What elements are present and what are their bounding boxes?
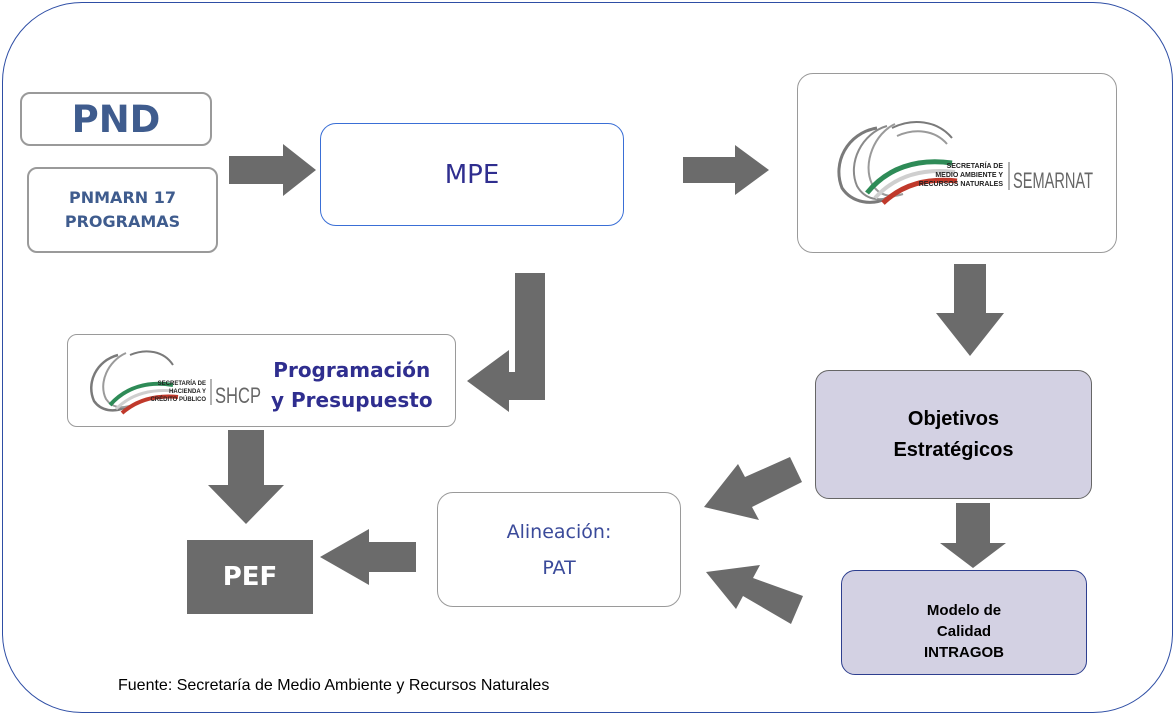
source-note: Fuente: Secretaría de Medio Ambiente y R… xyxy=(118,677,550,694)
semarnat-logo-box: SECRETARÍA DE MEDIO AMBIENTE Y RECURSOS … xyxy=(797,73,1117,253)
semarnat-line3: RECURSOS NATURALES xyxy=(919,181,1004,188)
shcp-logo: SECRETARÍA DE HACIENDA Y CRÉDITO PÚBLICO… xyxy=(90,350,261,415)
modelo-label-line1: Modelo de xyxy=(926,602,1002,619)
arrow-mpe-to-programacion xyxy=(467,273,545,412)
arrow-objetivos-to-alineacion xyxy=(704,457,802,520)
arrow-alineacion-to-pef xyxy=(320,529,416,585)
programacion-label-line1: Programación xyxy=(273,358,431,382)
programacion-box: SECRETARÍA DE HACIENDA Y CRÉDITO PÚBLICO… xyxy=(67,334,456,427)
arrow-pnmarn-to-mpe xyxy=(229,144,316,196)
shcp-line1: SECRETARÍA DE xyxy=(158,379,206,387)
semarnat-acronym: SEMARNAT xyxy=(1013,168,1093,193)
alineacion-label-line2: PAT xyxy=(542,556,576,579)
modelo-calidad-box: Modelo de Calidad INTRAGOB xyxy=(841,570,1087,675)
objetivos-label-line1: Objetivos xyxy=(907,407,1000,430)
pnd-box: PND xyxy=(20,92,212,146)
semarnat-logo: SECRETARÍA DE MEDIO AMBIENTE Y RECURSOS … xyxy=(837,121,1093,205)
pnd-label: PND xyxy=(71,97,161,141)
shcp-line2: HACIENDA Y xyxy=(169,389,206,395)
arrow-mpe-to-semarnat xyxy=(683,145,769,195)
modelo-label-line3: INTRAGOB xyxy=(924,644,1004,661)
objetivos-estrategicos-box: Objetivos Estratégicos xyxy=(815,370,1092,499)
programacion-label: Programación y Presupuesto xyxy=(271,355,433,415)
modelo-label-line2: Calidad xyxy=(936,623,992,640)
objetivos-label-line2: Estratégicos xyxy=(893,438,1014,461)
mpe-label: MPE xyxy=(444,159,500,190)
pnmarn-box: PNMARN 17 PROGRAMAS xyxy=(27,167,218,253)
arrow-modelo-to-alineacion xyxy=(706,565,803,624)
pnmarn-label-line1: PNMARN 17 xyxy=(69,188,176,207)
pef-box: PEF xyxy=(187,540,313,614)
shcp-line3: CRÉDITO PÚBLICO xyxy=(150,395,206,403)
pef-label: PEF xyxy=(222,562,278,592)
semarnat-line2: MEDIO AMBIENTE Y xyxy=(935,172,1003,179)
arrow-objetivos-to-modelo xyxy=(940,503,1006,568)
alineacion-label-line1: Alineación: xyxy=(506,520,612,543)
arrow-semarnat-to-objetivos xyxy=(936,264,1004,356)
shcp-acronym: SHCP xyxy=(215,383,261,408)
semarnat-line1: SECRETARÍA DE xyxy=(947,161,1004,170)
arrow-programacion-to-pef xyxy=(208,430,284,524)
alineacion-pat-box: Alineación: PAT xyxy=(437,492,681,607)
programacion-label-line2: y Presupuesto xyxy=(271,388,433,412)
pnmarn-label-line2: PROGRAMAS xyxy=(64,212,181,231)
mpe-box: MPE xyxy=(320,123,624,226)
